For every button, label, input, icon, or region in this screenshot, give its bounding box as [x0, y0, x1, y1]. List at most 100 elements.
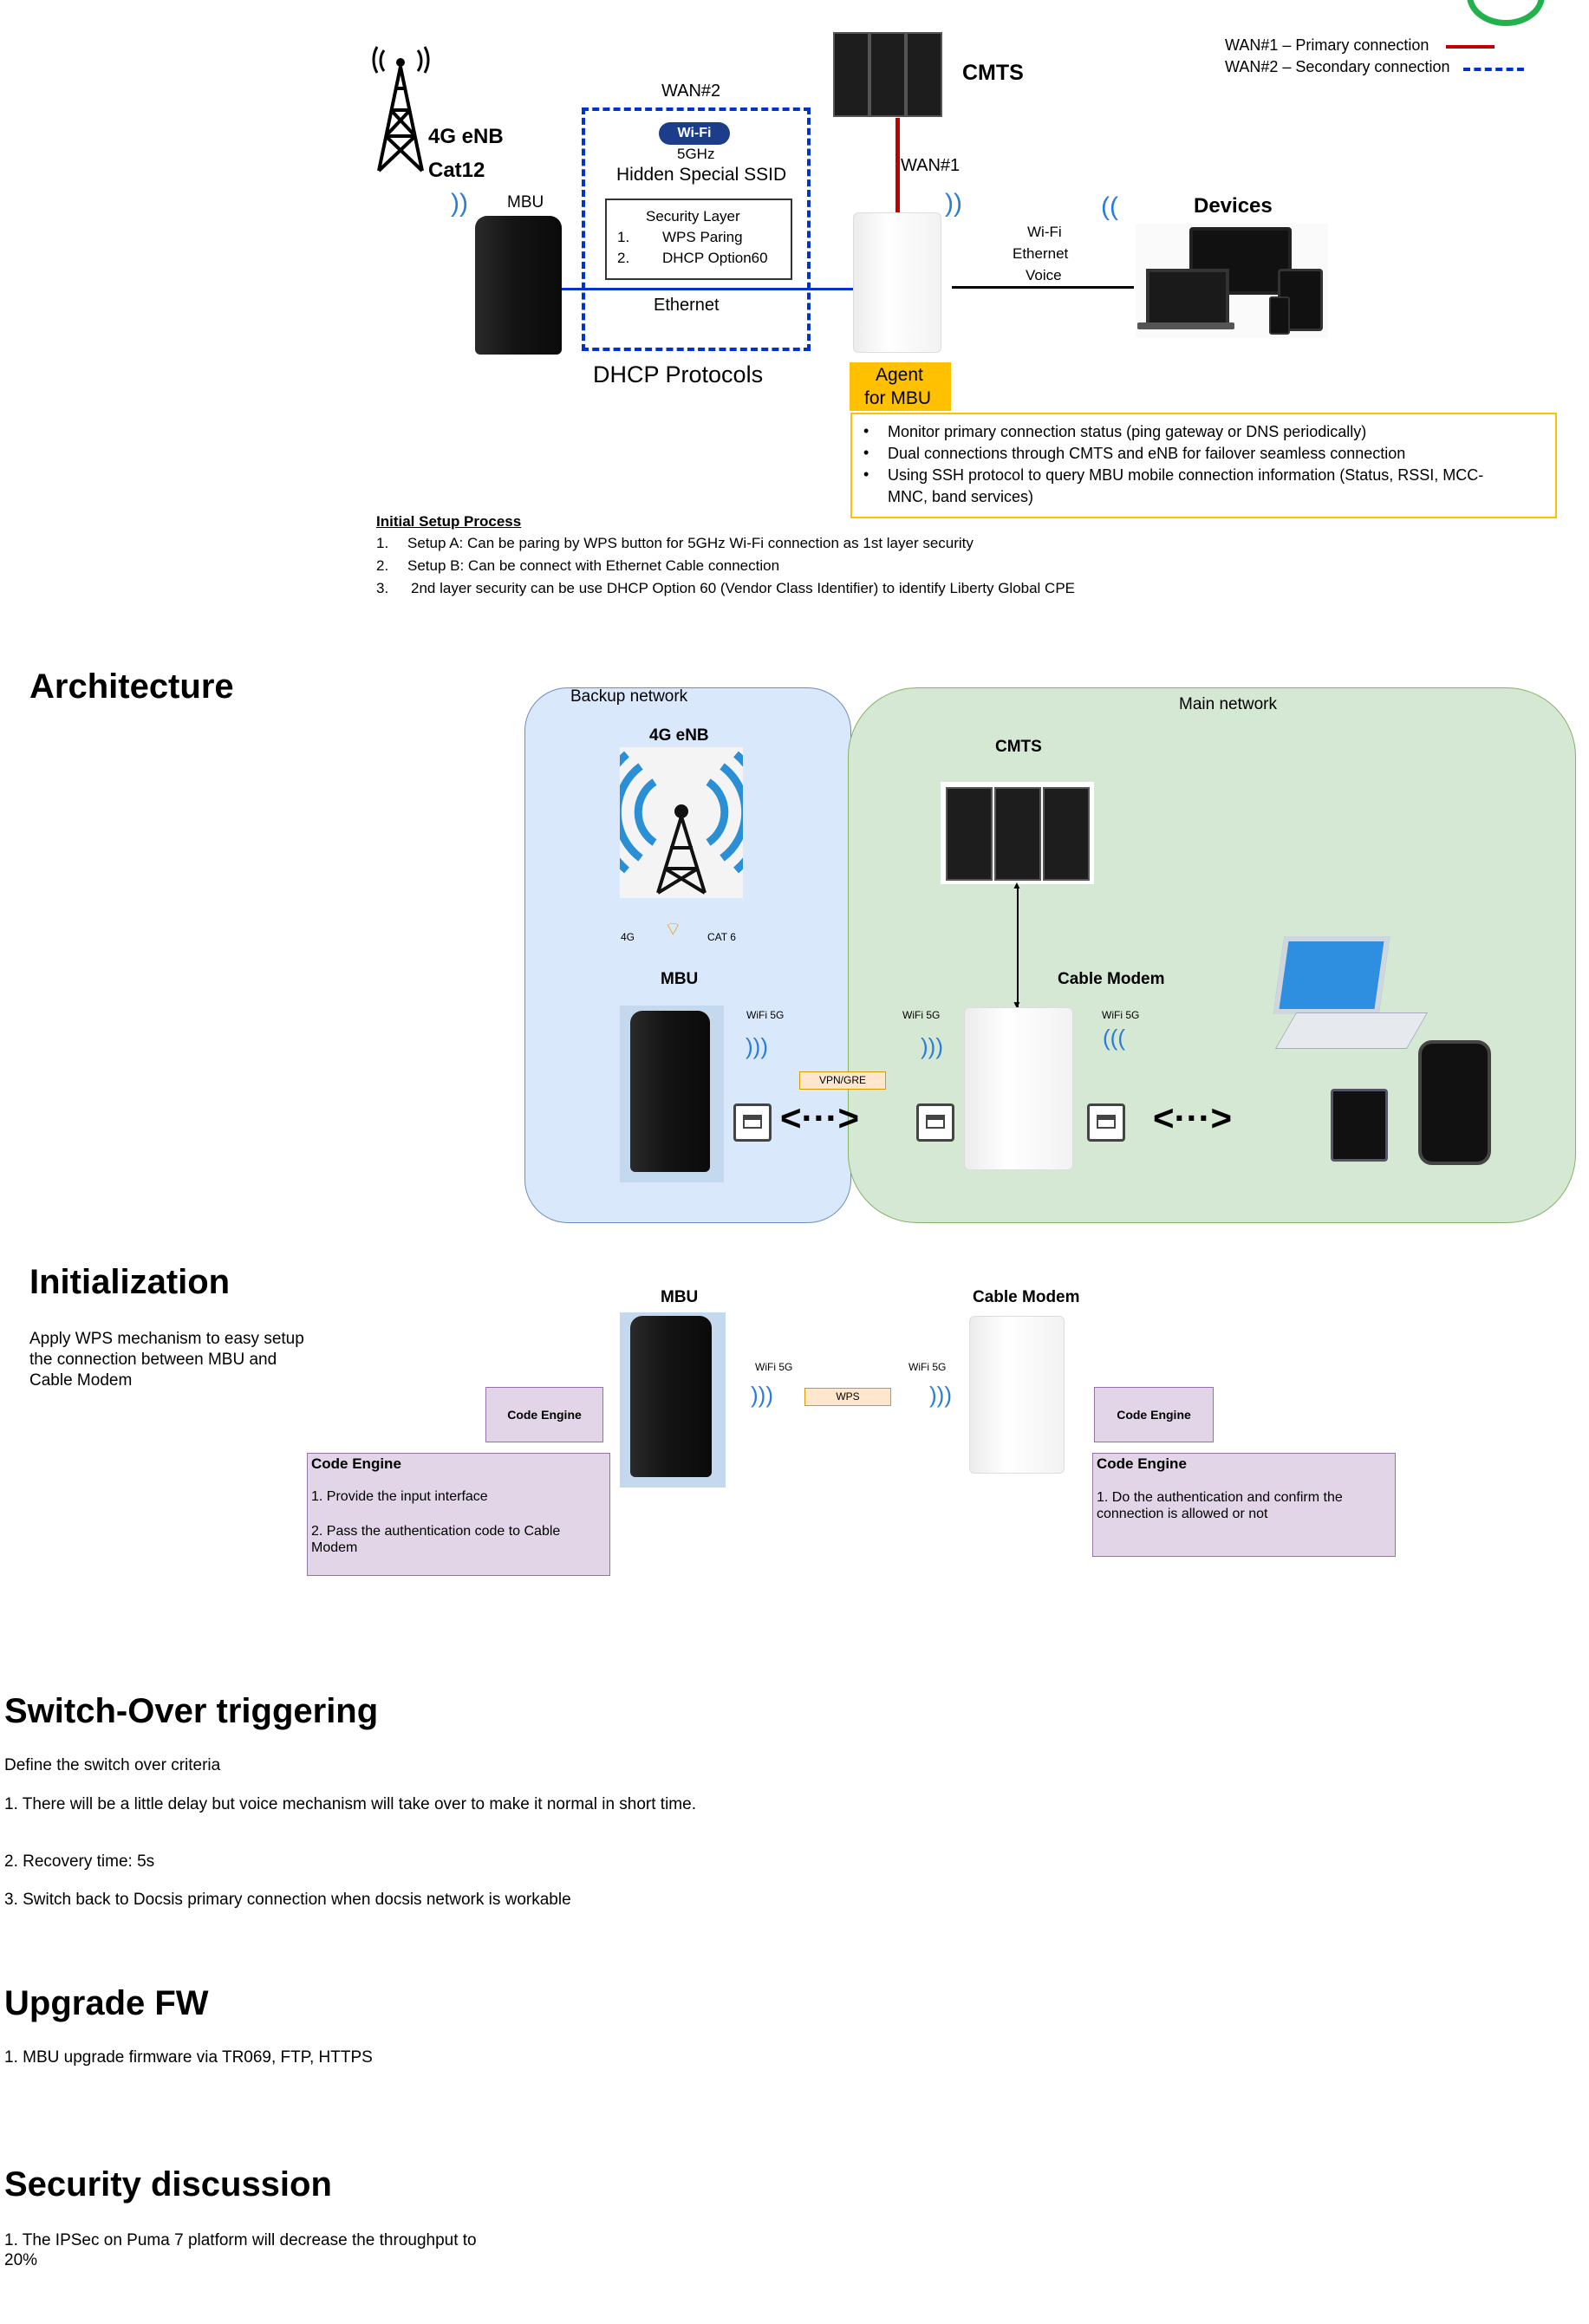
wifi-signal-icon: ))) [746, 1033, 768, 1059]
ethernet-line [562, 288, 853, 290]
laptop-icon [1146, 269, 1229, 328]
devices-group [1136, 224, 1328, 338]
arrow-up-icon: ▲ [1012, 879, 1022, 891]
wifi-5g-label-3: WiFi 5G [1102, 1009, 1140, 1021]
wifi-signal-icon: (( [1101, 192, 1118, 221]
wifi-signal-icon: )) [945, 189, 962, 218]
arch-mbu-device [620, 1006, 724, 1182]
wan1-line [895, 118, 900, 215]
agent-bullet-dot: • [863, 444, 869, 461]
code-engine-notes-left-title: Code Engine [311, 1455, 401, 1472]
initialization-heading: Initialization [29, 1263, 231, 1301]
legend-wan2-line [1463, 68, 1524, 71]
security-item-1-num: 1. [617, 229, 630, 245]
init-wifi-5g-label-1: WiFi 5G [755, 1361, 793, 1373]
code-engine-button-left: Code Engine [485, 1387, 603, 1442]
switch-over-item-3: 3. Switch back to Docsis primary connect… [4, 1891, 571, 1909]
mbu-label: MBU [507, 193, 544, 212]
top-diagram: WAN#1 – Primary connection WAN#2 – Secon… [0, 0, 1589, 607]
devices-label: Devices [1194, 194, 1273, 218]
link-label-wifi: Wi-Fi [1027, 224, 1062, 240]
wifi-signal-icon: ))) [921, 1033, 943, 1059]
main-network-label: Main network [1179, 695, 1277, 713]
security-layer-box [605, 199, 792, 280]
devices-link-line [952, 286, 1134, 289]
ethernet-port-icon [1087, 1103, 1125, 1142]
legend-wan2: WAN#2 – Secondary connection [1225, 58, 1450, 75]
vpn-gre-badge: VPN/GRE [799, 1071, 886, 1090]
code-engine-notes-right-title: Code Engine [1097, 1455, 1187, 1472]
enb-cat-label: Cat12 [428, 159, 485, 182]
cmts-servers [833, 32, 950, 117]
setup-item-2: Setup B: Can be connect with Ethernet Ca… [407, 557, 780, 574]
wifi-5g-label-2: WiFi 5G [902, 1009, 941, 1021]
bidirectional-arrow-icon: <···> [1153, 1097, 1233, 1138]
code-engine-button-right: Code Engine [1094, 1387, 1214, 1442]
arrow-down-icon: ▼ [1012, 999, 1022, 1011]
code-engine-notes-right: Code Engine 1. Do the authentication and… [1092, 1453, 1396, 1557]
label-cat6: CAT 6 [707, 931, 736, 943]
switch-over-intro: Define the switch over criteria [4, 1756, 221, 1774]
security-item-2: DHCP Option60 [662, 250, 768, 266]
agent-box [850, 362, 951, 411]
agent-info-box [850, 413, 1557, 518]
init-mbu-label: MBU [661, 1288, 699, 1306]
wan2-label: WAN#2 [661, 81, 721, 101]
arch-enb-label: 4G eNB [649, 726, 709, 745]
security-layer-title: Security Layer [646, 208, 740, 225]
setup-item-1: Setup A: Can be paring by WPS button for… [407, 535, 974, 551]
label-4g: 4G [621, 931, 635, 943]
switch-over-item-2: 2. Recovery time: 5s [4, 1852, 155, 1871]
init-wifi-5g-label-2: WiFi 5G [908, 1361, 947, 1373]
agent-label-1: Agent [876, 365, 923, 385]
ethernet-port-icon [733, 1103, 772, 1142]
arch-mbu-label: MBU [661, 970, 699, 988]
cmts-modem-link [1017, 886, 1019, 1007]
arch-cmts-servers [941, 782, 1094, 884]
security-heading: Security discussion [4, 2165, 332, 2204]
wan1-label: WAN#1 [901, 156, 961, 175]
cell-tower-icon [372, 46, 430, 173]
agent-bullet-dot: • [863, 465, 869, 483]
monitor-icon [1189, 227, 1292, 295]
security-item-1: WPS Paring [662, 229, 743, 245]
agent-bullet-3: Using SSH protocol to query MBU mobile c… [888, 466, 1484, 484]
upgrade-heading: Upgrade FW [4, 1984, 209, 2022]
hidden-ssid-label: Hidden Special SSID [616, 165, 787, 185]
setup-title: Initial Setup Process [376, 513, 522, 530]
wifi-signal-icon: ((( [1103, 1025, 1125, 1051]
upgrade-item-1: 1. MBU upgrade firmware via TR069, FTP, … [4, 2048, 373, 2067]
agent-bullet-1: Monitor primary connection status (ping … [888, 423, 1367, 440]
init-cable-modem-label: Cable Modem [973, 1288, 1080, 1306]
arch-cable-modem-device [964, 1007, 1073, 1170]
switch-over-item-1: 1. There will be a little delay but voic… [4, 1795, 696, 1813]
tablet-icon [1331, 1089, 1388, 1162]
agent-bullet-4: MNC, band services) [888, 488, 1034, 505]
security-item-1: 1. The IPSec on Puma 7 platform will dec… [4, 2231, 477, 2269]
dhcp-protocols-label: DHCP Protocols [593, 361, 764, 387]
code-engine-notes-right-1: 1. Do the authentication and confirm the… [1097, 1490, 1343, 1521]
legend-wan1-line [1446, 45, 1495, 49]
link-label-ethernet: Ethernet [1013, 245, 1069, 262]
wan2-box [582, 107, 811, 351]
initialization-description: Apply WPS mechanism to easy setup the co… [29, 1330, 304, 1390]
arch-cable-modem-label: Cable Modem [1058, 970, 1165, 988]
setup-item-1-num: 1. [376, 535, 389, 551]
setup-item-3-num: 3. [376, 580, 389, 596]
ethernet-port-icon [916, 1103, 954, 1142]
cell-tower-icon [620, 747, 743, 898]
mbu-device [475, 216, 562, 355]
agent-label-2: for MBU [864, 388, 932, 408]
enb-label: 4G eNB [428, 125, 504, 148]
code-engine-notes-left-1: 1. Provide the input interface [311, 1489, 488, 1504]
wps-badge: WPS [804, 1388, 891, 1406]
legend-wan1: WAN#1 – Primary connection [1225, 36, 1429, 54]
wifi-signal-icon: )) [451, 189, 468, 218]
architecture-heading: Architecture [29, 667, 234, 706]
switch-over-heading: Switch-Over triggering [4, 1692, 379, 1730]
status-circle-icon [1467, 0, 1545, 26]
init-cable-modem-device [969, 1316, 1065, 1474]
wifi-logo-icon: Wi‑Fi [659, 122, 730, 145]
wifi-5ghz-label: 5GHz [677, 146, 715, 162]
agent-bullet-2: Dual connections through CMTS and eNB fo… [888, 445, 1406, 462]
